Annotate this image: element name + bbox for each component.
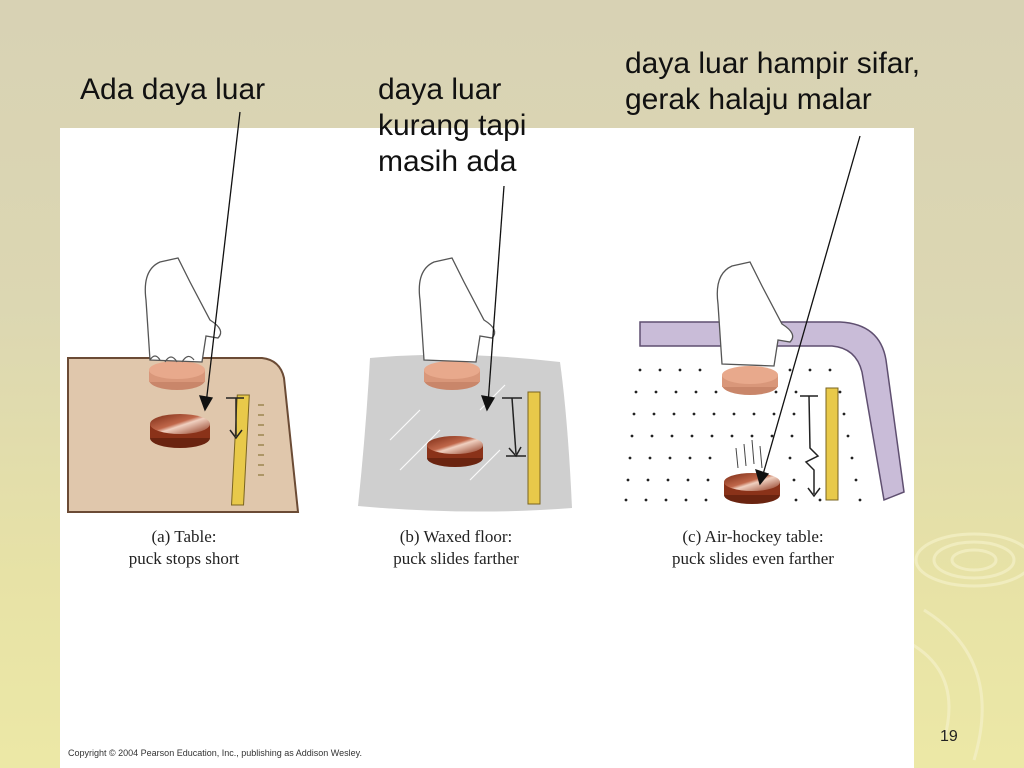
figure-panel bbox=[60, 128, 914, 768]
label-reduced-force: daya luar kurang tapi masih ada bbox=[378, 73, 527, 178]
caption-air-hockey: (c) Air-hockey table: puck slides even f… bbox=[672, 527, 834, 568]
label-near-zero-force: daya luar hampir sifar, gerak halaju mal… bbox=[625, 47, 921, 116]
label-external-force: Ada daya luar bbox=[80, 73, 266, 106]
page-number: 19 bbox=[940, 728, 958, 745]
ripple-decoration-icon bbox=[904, 532, 1024, 761]
copyright-notice: Copyright © 2004 Pearson Education, Inc.… bbox=[68, 748, 362, 758]
caption-table: (a) Table: puck stops short bbox=[128, 527, 240, 568]
caption-waxed-floor: (b) Waxed floor: puck slides farther bbox=[393, 527, 519, 568]
